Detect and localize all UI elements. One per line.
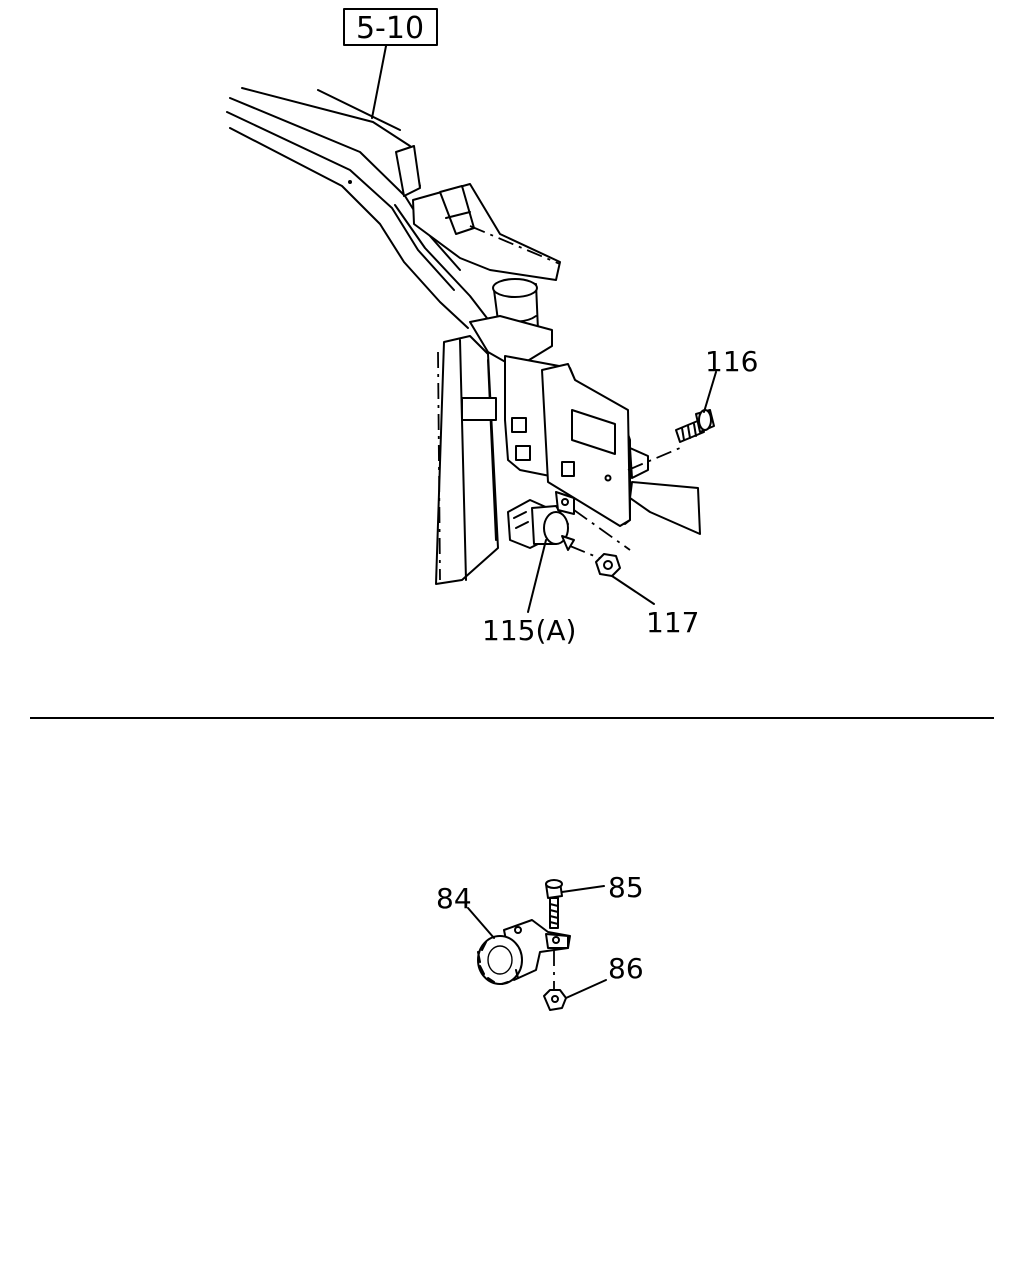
reference-box-label: 5-10 [356, 11, 424, 46]
callout-115a[interactable]: 115(A) [482, 614, 576, 647]
callout-117[interactable]: 117 [646, 606, 699, 639]
callout-116[interactable]: 116 [705, 345, 758, 378]
vertical-frame-member [435, 335, 499, 585]
callout-86[interactable]: 86 [608, 952, 644, 985]
bolt-116[interactable] [675, 409, 715, 443]
sensor-84[interactable] [477, 919, 571, 985]
upper-assembly: 5-10 [226, 8, 758, 647]
callout-84[interactable]: 84 [436, 882, 472, 915]
callout-leader-116 [703, 371, 717, 413]
sensor-115a[interactable] [507, 491, 631, 561]
reference-box[interactable]: 5-10 [343, 8, 438, 46]
callout-leader-115a [527, 539, 547, 613]
nut-86[interactable] [543, 989, 567, 1011]
callout-leader-86 [565, 979, 607, 999]
callout-leader-117 [611, 575, 655, 605]
upper-bracket [395, 145, 561, 281]
callout-85[interactable]: 85 [608, 871, 644, 904]
cylinder-mount [469, 278, 553, 369]
nut-117[interactable] [595, 553, 621, 577]
bolt-85[interactable] [545, 879, 563, 929]
reference-leader-line [371, 45, 387, 119]
lower-assembly: 84 85 86 [436, 871, 644, 1011]
callout-leader-84 [467, 907, 495, 939]
side-plate [504, 355, 701, 535]
callout-leader-85 [561, 885, 605, 893]
